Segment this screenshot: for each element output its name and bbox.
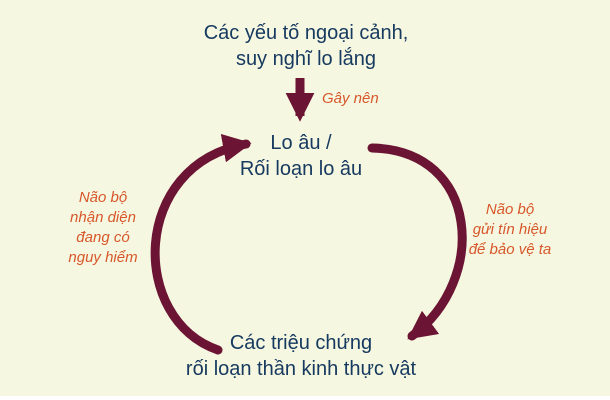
danger-label-line-1: Não bộ [78, 189, 128, 206]
anxiety-line-2: Rối loạn lo âu [239, 158, 363, 180]
external-factors-line-2: suy nghĩ lo lắng [235, 48, 377, 70]
signal-label-line-2: gửi tín hiệu [472, 221, 548, 238]
brain-sends-signal-label: Não bộ gửi tín hiệu để bảo vệ ta [465, 200, 555, 260]
danger-label-line-3: đang có [76, 229, 130, 246]
cause-label: Gây nên [322, 89, 379, 109]
danger-label-line-2: nhận diện [70, 209, 136, 226]
brain-detects-danger-label: Não bộ nhận diện đang có nguy hiểm [60, 188, 146, 268]
symptoms-line-1: Các triệu chứng [229, 332, 373, 354]
anxiety-line-1: Lo âu / [270, 132, 332, 154]
danger-arrow [150, 133, 252, 355]
bottom-border [0, 396, 610, 400]
symptoms-line-2: rối loạn thần kinh thực vật [185, 358, 417, 380]
signal-label-line-3: để bảo vệ ta [468, 241, 552, 258]
anxiety-node: Lo âu / Rối loạn lo âu [226, 130, 376, 182]
symptoms-node: Các triệu chứng rối loạn thần kinh thực … [170, 330, 432, 382]
cause-label-text: Gây nên [322, 90, 379, 107]
danger-label-line-4: nguy hiểm [68, 249, 138, 266]
signal-label-line-1: Não bộ [485, 201, 535, 218]
signal-arrow [367, 143, 467, 341]
external-factors-node: Các yếu tố ngoại cảnh, suy nghĩ lo lắng [195, 20, 417, 72]
external-factors-line-1: Các yếu tố ngoại cảnh, [203, 22, 409, 44]
